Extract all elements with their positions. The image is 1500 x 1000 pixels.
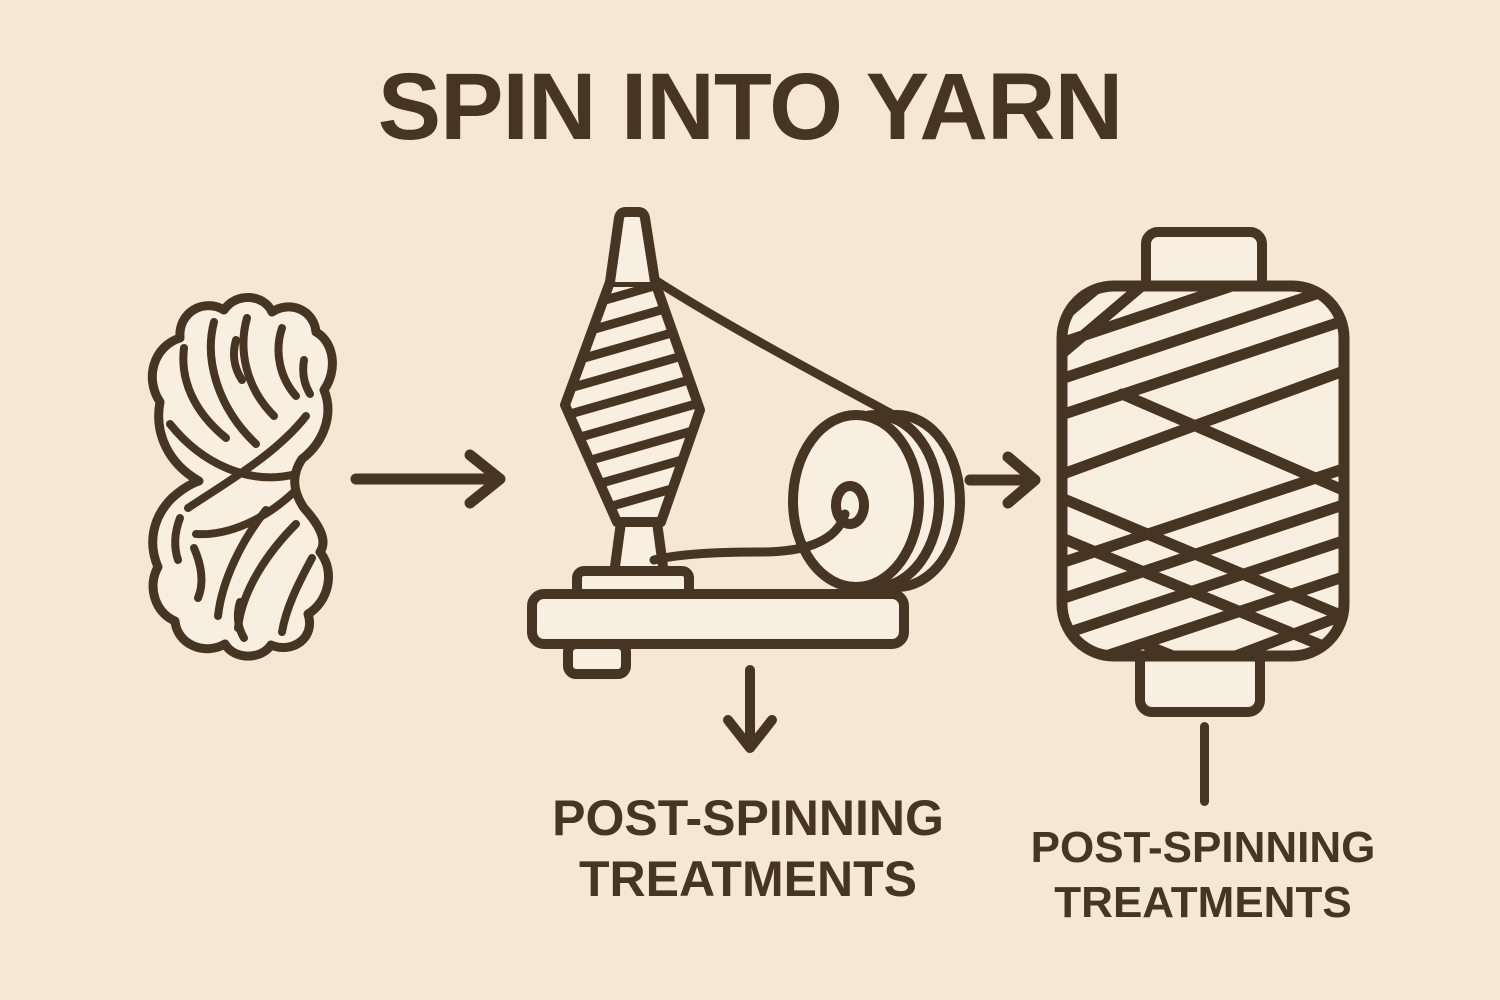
yarn-spool-icon <box>1056 227 1350 717</box>
spool-note-line1: POST-SPINNING <box>1030 823 1376 872</box>
machine-note: POST-SPINNING TREATMENTS <box>448 788 1048 910</box>
spindle-tip <box>605 207 660 287</box>
spinning-machine-icon <box>527 207 965 679</box>
drive-wheel <box>788 410 965 592</box>
machine-foot <box>563 639 631 679</box>
arrow-right-icon <box>964 451 1041 509</box>
thread-hub-to-base <box>649 509 850 565</box>
spool-yarn-wraps <box>1062 286 1344 656</box>
arrow-right-icon <box>350 449 506 509</box>
fiber-skein-icon <box>147 293 337 661</box>
spool-note: POST-SPINNING TREATMENTS <box>903 820 1500 930</box>
machine-base <box>527 589 909 649</box>
page-title: SPIN INTO YARN <box>377 54 1123 160</box>
machine-note-line1: POST-SPINNING <box>552 790 944 846</box>
spool-note-connector-line <box>1200 722 1209 806</box>
arrow-down-icon <box>723 665 777 753</box>
thread-tip-to-wheel <box>650 275 902 422</box>
machine-note-line2: TREATMENTS <box>579 851 917 907</box>
spool-note-line2: TREATMENTS <box>1054 878 1352 927</box>
